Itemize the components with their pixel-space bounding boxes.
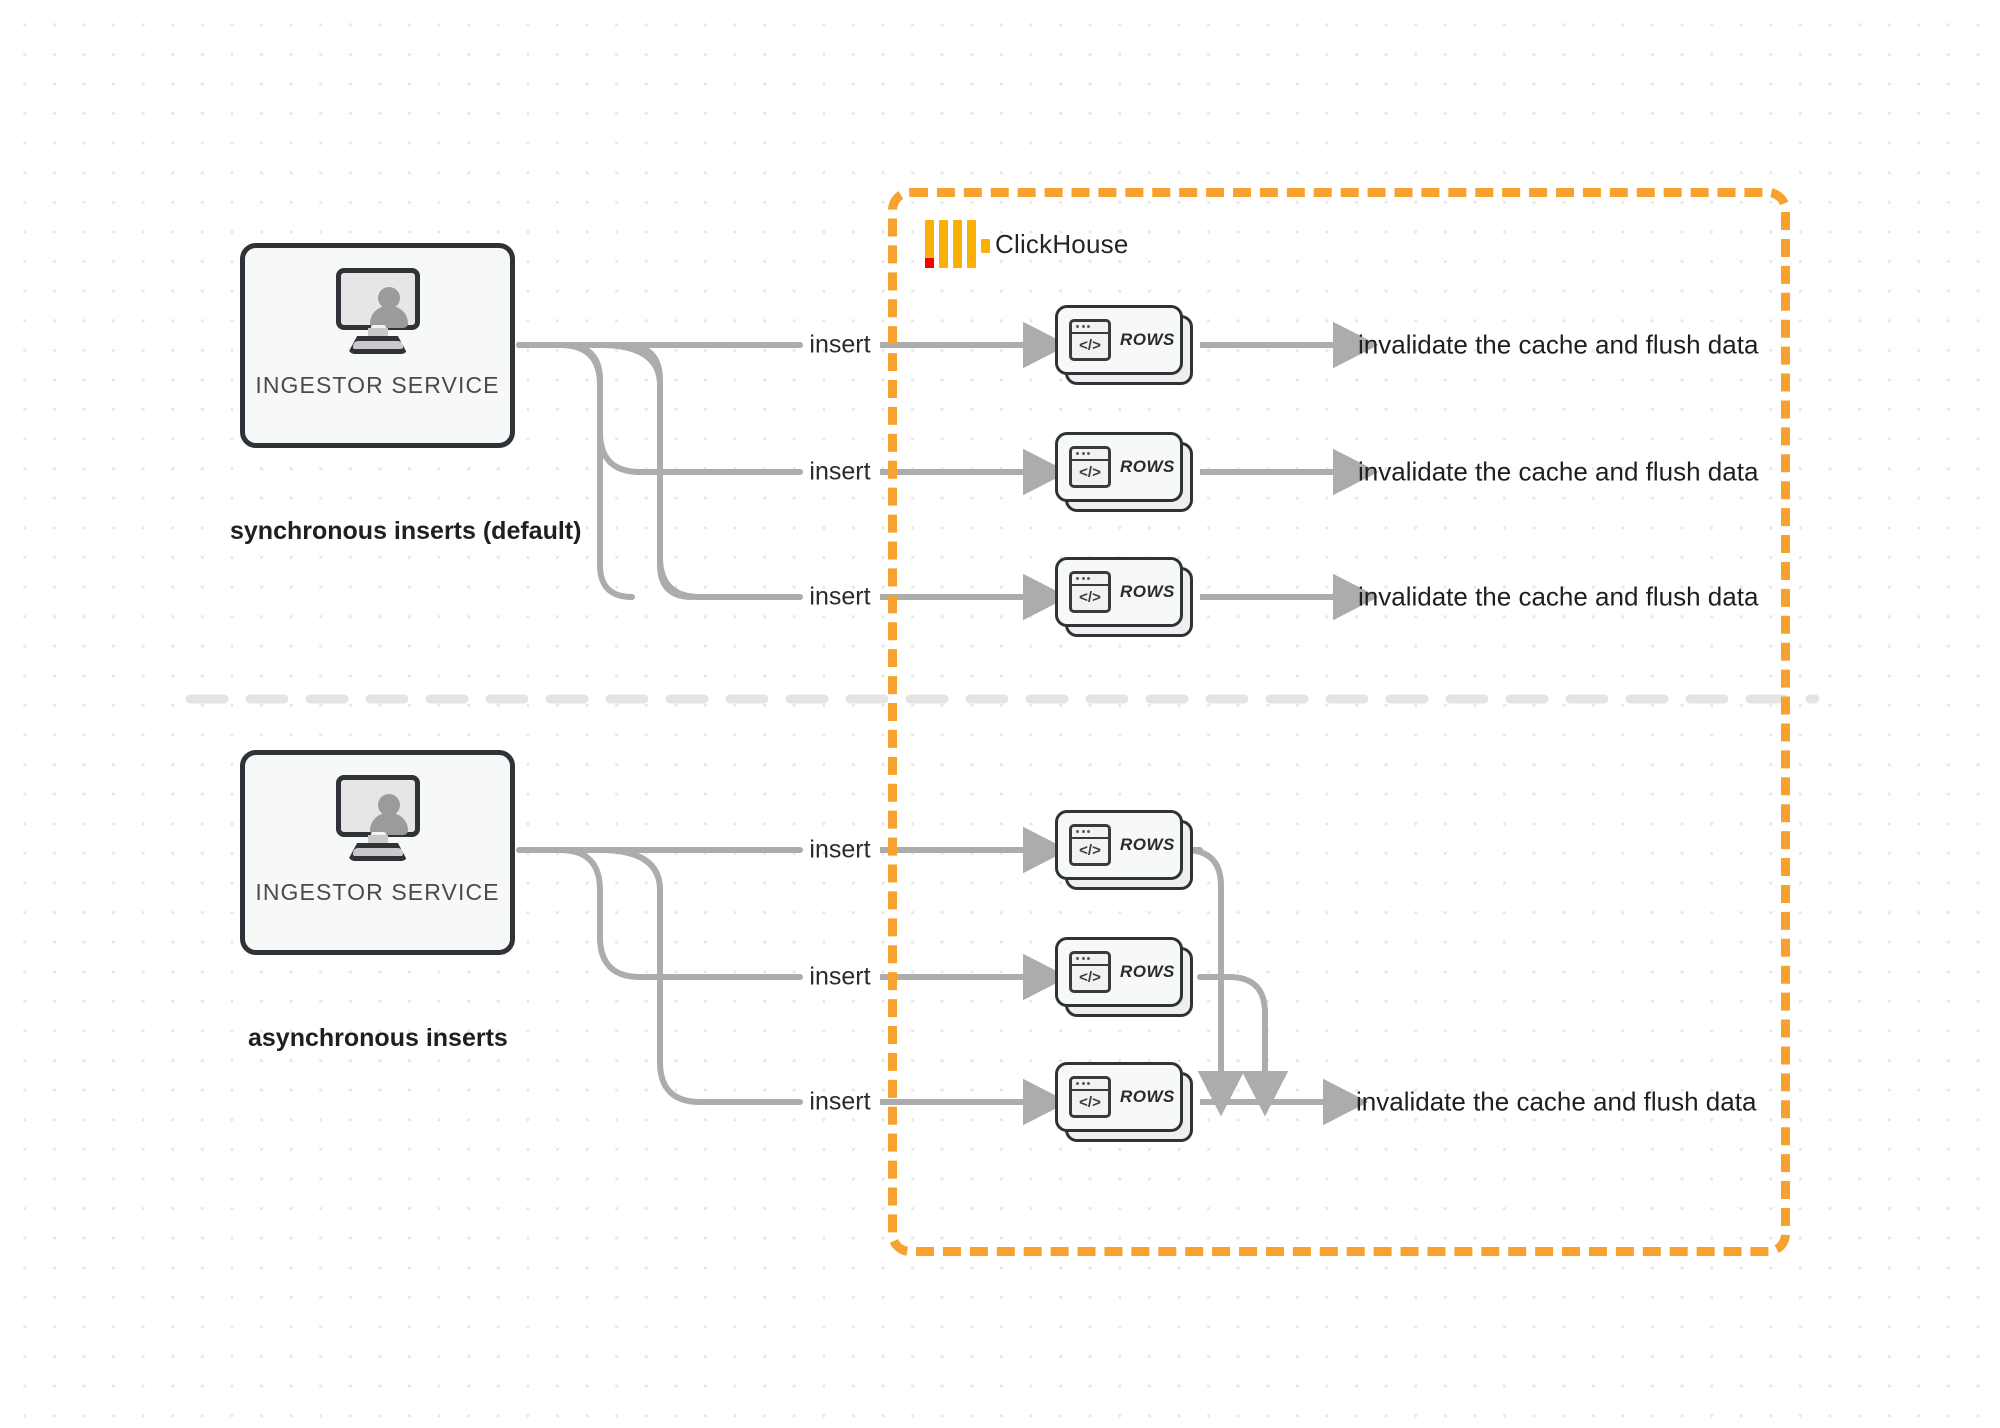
sync-fanout xyxy=(516,342,803,600)
insert-label-sync-2: insert xyxy=(809,457,871,486)
code-glyph: </> xyxy=(1079,841,1101,859)
insert-label-async-3: insert xyxy=(809,1087,871,1116)
code-glyph: </> xyxy=(1079,463,1101,481)
insert-label-async-2: insert xyxy=(809,962,871,991)
rows-label: ROWS xyxy=(1120,582,1175,601)
clickhouse-brand: ClickHouse xyxy=(925,220,1129,268)
ingestor-service-label-sync: INGESTOR SERVICE xyxy=(255,372,500,398)
rows-node-async-1[interactable]: </> ROWS xyxy=(1055,810,1193,890)
sync-branches xyxy=(516,342,803,600)
result-label-sync-1: invalidate the cache and flush data xyxy=(1358,329,1759,360)
rows-node-async-2[interactable]: </> ROWS xyxy=(1055,937,1193,1017)
code-glyph: </> xyxy=(1079,588,1101,606)
rows-label: ROWS xyxy=(1120,962,1175,981)
code-window-icon: </> xyxy=(1069,319,1111,361)
result-label-sync-3: invalidate the cache and flush data xyxy=(1358,581,1759,612)
monitor-user-icon xyxy=(330,775,426,865)
clickhouse-boundary xyxy=(888,188,1790,1256)
code-glyph: </> xyxy=(1079,336,1101,354)
code-window-icon: </> xyxy=(1069,446,1111,488)
async-branches xyxy=(516,847,803,1105)
rows-node-sync-2[interactable]: </> ROWS xyxy=(1055,432,1193,512)
rows-label: ROWS xyxy=(1120,1087,1175,1106)
monitor-user-icon xyxy=(330,268,426,358)
insert-label-sync-1: insert xyxy=(809,330,871,359)
ingestor-service-label-async: INGESTOR SERVICE xyxy=(255,879,500,905)
rows-label: ROWS xyxy=(1120,457,1175,476)
code-window-icon: </> xyxy=(1069,1076,1111,1118)
insert-label-async-1: insert xyxy=(809,835,871,864)
rows-node-sync-3[interactable]: </> ROWS xyxy=(1055,557,1193,637)
insert-label-sync-3: insert xyxy=(809,582,871,611)
rows-label: ROWS xyxy=(1120,330,1175,349)
result-label-sync-2: invalidate the cache and flush data xyxy=(1358,456,1759,487)
code-glyph: </> xyxy=(1079,968,1101,986)
code-glyph: </> xyxy=(1079,1093,1101,1111)
rows-node-async-3[interactable]: </> ROWS xyxy=(1055,1062,1193,1142)
code-window-icon: </> xyxy=(1069,824,1111,866)
clickhouse-label: ClickHouse xyxy=(995,228,1129,259)
clickhouse-logo-icon xyxy=(925,220,990,268)
code-window-icon: </> xyxy=(1069,571,1111,613)
rows-node-sync-1[interactable]: </> ROWS xyxy=(1055,305,1193,385)
caption-synchronous: synchronous inserts (default) xyxy=(230,517,582,545)
ingestor-service-sync[interactable]: INGESTOR SERVICE xyxy=(240,243,515,448)
caption-asynchronous: asynchronous inserts xyxy=(248,1024,508,1052)
rows-label: ROWS xyxy=(1120,835,1175,854)
ingestor-service-async[interactable]: INGESTOR SERVICE xyxy=(240,750,515,955)
result-label-async-merged: invalidate the cache and flush data xyxy=(1356,1086,1757,1117)
code-window-icon: </> xyxy=(1069,951,1111,993)
